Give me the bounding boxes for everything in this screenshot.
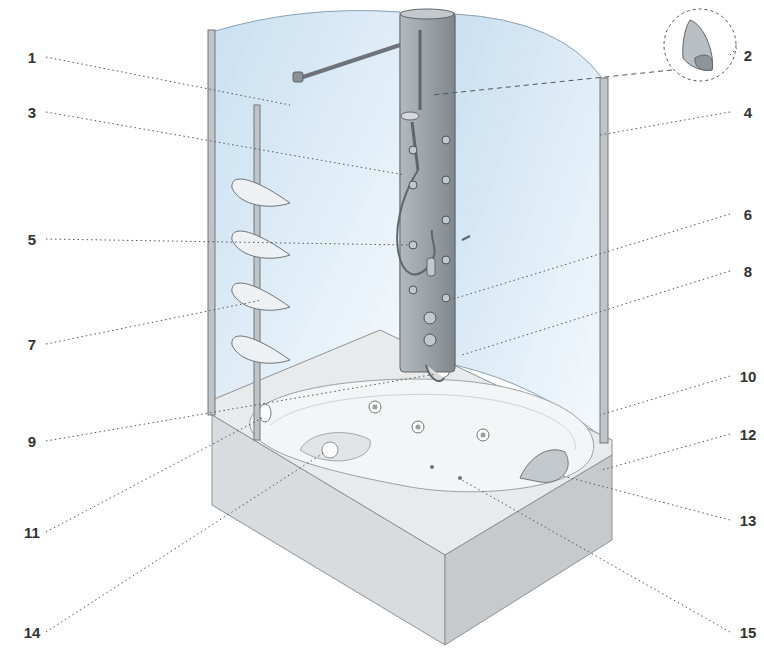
callout-number: 8	[744, 264, 752, 279]
callout-number: 7	[28, 337, 36, 352]
callout-number: 13	[740, 513, 757, 528]
callout-number: 5	[28, 232, 36, 247]
callout-number: 2	[744, 48, 752, 63]
callout-number: 3	[28, 105, 36, 120]
callout-number: 6	[744, 207, 752, 222]
callout-number: 1	[28, 50, 36, 65]
callout-number: 14	[24, 625, 41, 640]
callout-number: 4	[744, 105, 752, 120]
callout-number: 10	[740, 369, 757, 384]
callout-number: 15	[740, 625, 757, 640]
callout-number: 11	[24, 525, 40, 540]
leader-lines	[46, 48, 737, 632]
callout-number: 9	[28, 434, 36, 449]
callout-number: 12	[740, 427, 757, 442]
